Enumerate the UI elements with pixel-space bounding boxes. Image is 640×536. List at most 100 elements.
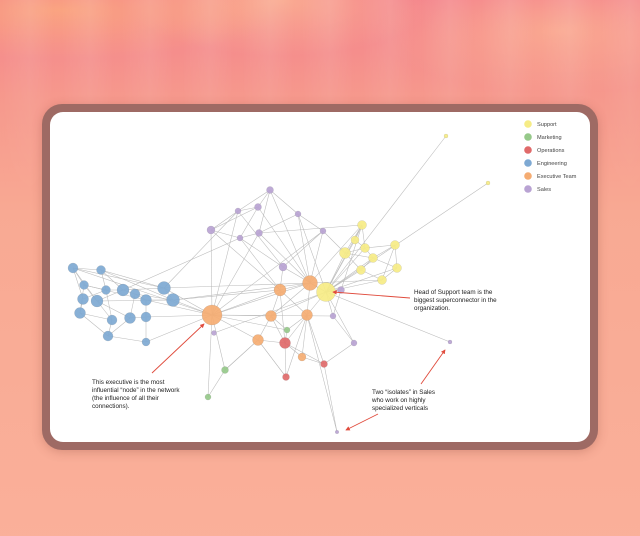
- legend-label-executive-team: Executive Team: [537, 174, 577, 180]
- node-engineering: [140, 311, 152, 323]
- node-operations: [320, 360, 328, 368]
- network-edge: [163, 282, 311, 289]
- legend-dot-executive-team: [524, 172, 532, 180]
- legend-label-sales: Sales: [537, 187, 551, 193]
- network-edge: [323, 363, 338, 433]
- network-edge: [325, 182, 489, 293]
- network-edge: [145, 314, 213, 318]
- network-edge: [237, 210, 284, 268]
- annotation-arrows: [151, 290, 446, 431]
- network-edge: [145, 314, 213, 343]
- legend-label-support: Support: [537, 122, 557, 128]
- node-support: [339, 247, 351, 259]
- node-marketing: [283, 326, 291, 334]
- network-edge: [381, 244, 396, 281]
- network-edge: [297, 213, 327, 293]
- network-edge: [211, 230, 324, 316]
- node-sales: [234, 207, 242, 215]
- network-edge: [224, 339, 259, 371]
- node-sales: [255, 229, 263, 237]
- node-sales: [337, 286, 345, 294]
- node-sales: [211, 330, 217, 336]
- network-edge: [239, 206, 259, 239]
- network-edge: [210, 210, 239, 231]
- network-edge: [279, 289, 308, 316]
- node-support: [350, 235, 360, 245]
- network-edge: [210, 229, 281, 291]
- node-support: [443, 133, 449, 139]
- legend-label-marketing: Marketing: [537, 135, 562, 141]
- network-edge: [239, 237, 284, 268]
- network-edge: [172, 282, 311, 301]
- node-engineering: [101, 285, 111, 295]
- network-edge: [306, 314, 325, 365]
- network-edge: [210, 206, 259, 231]
- network-edge: [325, 239, 356, 293]
- node-sales: [254, 203, 262, 211]
- network-edge: [309, 230, 324, 284]
- network-edge: [211, 210, 239, 316]
- node-sales: [206, 225, 216, 235]
- annotation-executive-line: influential “node” in the network: [92, 387, 180, 394]
- arrow-isolate-upper: [420, 349, 446, 385]
- legend-dot-sales: [524, 185, 532, 193]
- node-executive: [301, 309, 313, 321]
- network-edge: [210, 229, 241, 239]
- network-edge: [105, 289, 113, 321]
- legend-dot-operations: [524, 146, 532, 154]
- node-sales: [350, 339, 358, 347]
- network-edge: [279, 289, 286, 344]
- node-support: [485, 180, 491, 186]
- network-edge: [100, 269, 174, 301]
- node-engineering: [90, 294, 104, 308]
- network-edge: [96, 299, 174, 302]
- network-edge: [258, 232, 311, 284]
- network-edge: [163, 210, 239, 289]
- annotation-isolates: Two “isolates” in Sales who work on high…: [371, 389, 437, 412]
- network-edge: [364, 244, 396, 249]
- annotation-support-head-line: organization.: [414, 305, 450, 312]
- network-edge: [211, 314, 288, 331]
- network-edge: [72, 267, 165, 289]
- legend-label-operations: Operations: [537, 148, 565, 154]
- network-edge: [211, 282, 311, 316]
- node-engineering: [140, 294, 152, 306]
- network-edge: [309, 224, 363, 284]
- node-executive: [201, 304, 223, 326]
- annotation-isolates-line: Two “isolates” in Sales: [372, 389, 435, 396]
- network-edge: [284, 342, 325, 365]
- node-sales: [319, 227, 327, 235]
- annotation-support-head: Head of Support team is the biggest supe…: [414, 289, 498, 312]
- node-support: [356, 265, 366, 275]
- node-sales: [278, 262, 288, 272]
- legend-label-engineering: Engineering: [537, 161, 567, 167]
- legend-dot-engineering: [524, 159, 532, 167]
- network-edge: [340, 224, 363, 291]
- network-edge: [122, 287, 165, 291]
- node-sales: [447, 339, 453, 345]
- node-marketing: [221, 366, 229, 374]
- network-edge: [239, 237, 281, 291]
- annotation-isolates-line: specialized verticals: [372, 405, 428, 412]
- annotation-executive-line: (the influence of all their: [92, 395, 159, 402]
- node-engineering: [77, 293, 89, 305]
- node-engineering: [124, 312, 136, 324]
- node-support: [390, 240, 400, 250]
- node-executive: [273, 283, 287, 297]
- annotation-isolates-line: who work on highly: [371, 397, 426, 404]
- network-edge: [325, 257, 374, 293]
- network-edge: [323, 342, 355, 365]
- node-engineering: [141, 337, 151, 347]
- network-edge: [122, 237, 241, 291]
- network-diagram-panel: Support Marketing Operations Engineering…: [50, 112, 590, 442]
- node-executive: [297, 352, 307, 362]
- network-edge: [269, 189, 311, 284]
- network-edge: [284, 342, 287, 378]
- network-edge: [207, 314, 213, 398]
- network-edge: [172, 289, 281, 301]
- network-edge: [301, 314, 308, 358]
- node-sales: [294, 210, 302, 218]
- node-marketing: [204, 393, 212, 401]
- network-edge: [332, 315, 355, 344]
- network-edge: [306, 314, 338, 433]
